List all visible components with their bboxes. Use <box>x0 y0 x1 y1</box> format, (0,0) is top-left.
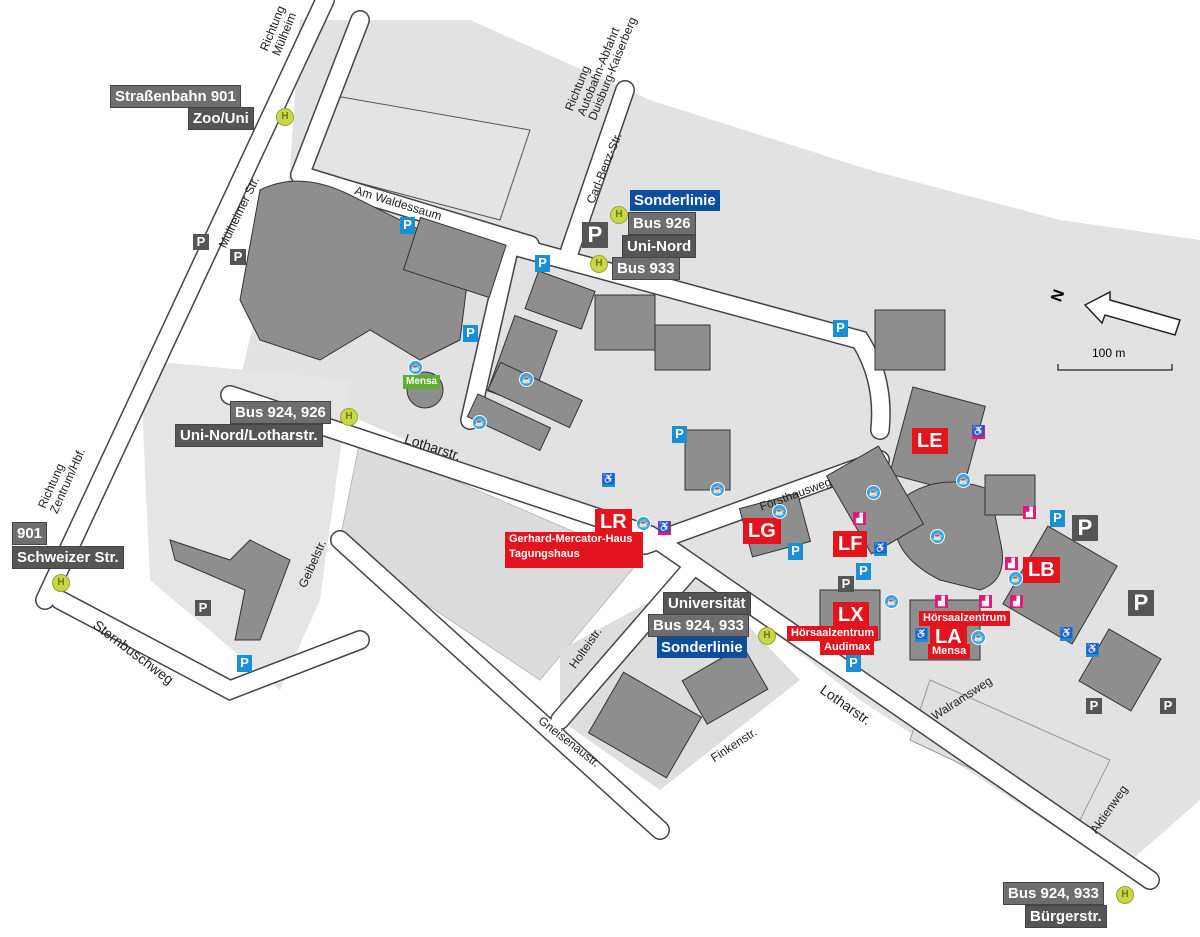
building-lf <box>825 445 925 555</box>
accessible-parking-icon[interactable]: P <box>672 426 687 443</box>
building-lr-label[interactable]: LR <box>595 509 632 535</box>
bus-stop-icon[interactable]: H <box>758 627 776 645</box>
wheelchair-icon: ♿ <box>658 521 671 535</box>
wheelchair-icon: ♿ <box>602 473 615 487</box>
accessible-parking-icon[interactable]: P <box>1050 510 1065 527</box>
roads <box>35 0 1160 890</box>
cafeteria-icon: ☕ <box>710 482 725 497</box>
cafeteria-icon: ☕ <box>866 485 881 500</box>
accessible-parking-icon[interactable]: P <box>237 655 252 672</box>
building-lf-label[interactable]: LF <box>833 531 868 557</box>
stop-uni-nord-name: Uni-Nord <box>622 235 697 258</box>
building <box>594 294 656 351</box>
wheelchair-icon: ♿ <box>874 542 887 556</box>
stairs-icon: ▟ <box>853 512 866 525</box>
wheelchair-icon: ♿ <box>915 628 928 642</box>
building <box>587 671 703 779</box>
parking-icon[interactable]: P <box>582 222 608 248</box>
cafeteria-icon: ☕ <box>956 473 971 488</box>
parking-icon[interactable]: P <box>838 576 854 592</box>
accessible-parking-icon[interactable]: P <box>846 655 861 672</box>
stop-zoo-uni-name: Zoo/Uni <box>188 107 254 130</box>
parking-icon[interactable]: P <box>230 249 246 265</box>
building-la-sub2: Mensa <box>928 644 971 659</box>
cafeteria-icon: ☕ <box>884 594 899 609</box>
north-arrow-icon <box>1083 290 1181 336</box>
stairs-icon: ▟ <box>1005 557 1018 570</box>
parking-icon[interactable]: P <box>195 600 211 616</box>
stop-uni-nord-line1: Bus 926 <box>628 212 696 235</box>
stop-buerger-line: Bus 924, 933 <box>1003 882 1104 905</box>
building-lr-sub2: Tagungshaus <box>509 548 580 560</box>
bus-stop-icon[interactable]: H <box>1116 886 1134 904</box>
stairs-icon: ▟ <box>1010 595 1023 608</box>
accessible-parking-icon[interactable]: P <box>856 563 871 580</box>
cafeteria-icon: ☕ <box>408 360 423 375</box>
stop-zoo-uni-line: Straßenbahn 901 <box>110 85 241 108</box>
building-lb-label[interactable]: LB <box>1023 557 1060 583</box>
wheelchair-icon: ♿ <box>1060 627 1073 641</box>
parking-icon[interactable]: P <box>1072 515 1098 541</box>
accessible-parking-icon[interactable]: P <box>788 543 803 560</box>
parking-icon[interactable]: P <box>1128 590 1154 616</box>
stop-buerger-name: Bürgerstr. <box>1025 905 1107 928</box>
bus-stop-icon[interactable]: H <box>610 206 628 224</box>
bus-stop-icon[interactable]: H <box>590 255 608 273</box>
building-la-sub1: Hörsaalzentrum <box>919 611 1011 626</box>
accessible-parking-icon[interactable]: P <box>833 320 848 337</box>
building-lr-subbox: Gerhard-Mercator-Haus Tagungshaus <box>505 532 643 568</box>
building <box>524 270 596 330</box>
bus-stop-icon[interactable]: H <box>52 574 70 592</box>
stop-uni-nord-lothar-name: Uni-Nord/Lotharstr. <box>175 424 323 447</box>
building-lx-sub2: Audimax <box>820 640 875 655</box>
stop-universitaet-line: Bus 924, 933 <box>648 614 749 637</box>
stairs-icon: ▟ <box>1023 506 1036 519</box>
parking-icon[interactable]: P <box>1086 698 1102 714</box>
stop-uni-nord-special: Sonderlinie <box>630 190 720 211</box>
accessible-parking-icon[interactable]: P <box>463 325 478 342</box>
building <box>487 361 583 429</box>
building-residential <box>169 539 291 641</box>
parking-icon[interactable]: P <box>193 234 209 250</box>
cafeteria-icon: ☕ <box>472 415 487 430</box>
cafeteria-icon: ☕ <box>636 516 651 531</box>
scale-label: 100 m <box>1092 346 1126 360</box>
stop-schweizer-line: 901 <box>12 522 48 545</box>
building <box>681 645 769 725</box>
building <box>402 216 507 299</box>
stairs-icon: ▟ <box>979 595 992 608</box>
building-lr-sub1: Gerhard-Mercator-Haus <box>509 533 633 545</box>
building-lb-la-complex <box>894 481 1003 591</box>
building-le-label[interactable]: LE <box>912 428 948 454</box>
building-complex-north <box>239 180 471 361</box>
building-lx-label[interactable]: LX <box>833 602 869 628</box>
accessible-parking-icon[interactable]: P <box>535 255 550 272</box>
accessible-parking-icon[interactable]: P <box>400 217 415 234</box>
building-power-plant <box>874 309 946 371</box>
stop-uni-nord-line2: Bus 933 <box>612 257 680 280</box>
cafeteria-icon: ☕ <box>772 504 787 519</box>
building <box>466 393 552 452</box>
building <box>654 324 711 371</box>
stop-universitaet-special: Sonderlinie <box>657 637 747 658</box>
stop-universitaet-name: Universität <box>663 592 751 615</box>
cafeteria-icon: ☕ <box>519 372 534 387</box>
scale-bar <box>1057 364 1173 371</box>
building <box>684 429 731 491</box>
building-lg-label[interactable]: LG <box>743 518 781 544</box>
bus-stop-icon[interactable]: H <box>340 408 358 426</box>
parking-icon[interactable]: P <box>1160 698 1176 714</box>
building-lx-sub1: Hörsaalzentrum <box>787 626 879 641</box>
wheelchair-icon: ♿ <box>1086 643 1099 657</box>
stop-uni-nord-lothar-line: Bus 924, 926 <box>230 401 331 424</box>
wheelchair-icon: ♿ <box>972 425 985 439</box>
cafeteria-icon: ☕ <box>1008 571 1023 586</box>
stairs-icon: ▟ <box>935 595 948 608</box>
mensa-north-label[interactable]: Mensa <box>403 375 441 389</box>
stop-schweizer-name: Schweizer Str. <box>12 546 124 569</box>
bus-stop-icon[interactable]: H <box>276 108 294 126</box>
cafeteria-icon: ☕ <box>930 529 945 544</box>
cafeteria-icon: ☕ <box>971 630 986 645</box>
